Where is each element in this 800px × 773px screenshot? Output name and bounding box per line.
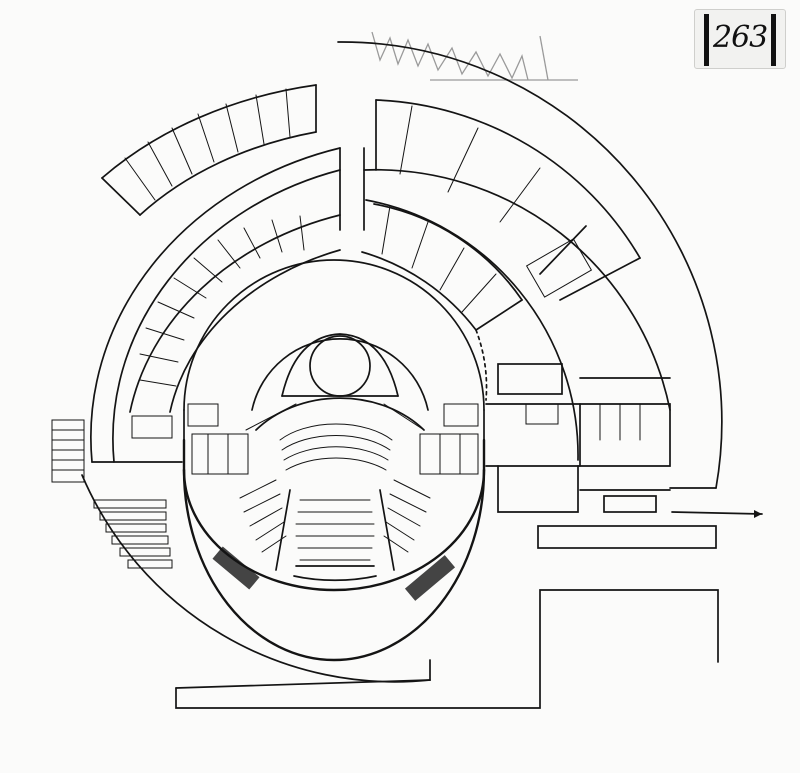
seating-rows (239, 397, 431, 582)
stage-side-rooms (187, 403, 479, 475)
tag-left-bar (704, 14, 709, 66)
pencil-scribble (371, 31, 578, 81)
stage-drum (251, 333, 429, 411)
catalog-number-tag: 263 (694, 9, 786, 69)
catalog-number: 263 (713, 20, 768, 55)
tag-right-bar (771, 14, 776, 66)
inner-ring-right-rooms (361, 199, 579, 461)
upper-right-wedge-rooms (375, 99, 641, 301)
outer-spiral-wall (337, 41, 723, 489)
middle-ring-rooms (129, 214, 341, 439)
stair-blocks (51, 238, 657, 601)
right-wing-blocks (485, 363, 763, 549)
outer-ring-walls (90, 147, 671, 463)
auditorium (182, 259, 486, 662)
lower-spiral-wall (81, 474, 719, 709)
upper-left-office-wing (101, 84, 317, 216)
